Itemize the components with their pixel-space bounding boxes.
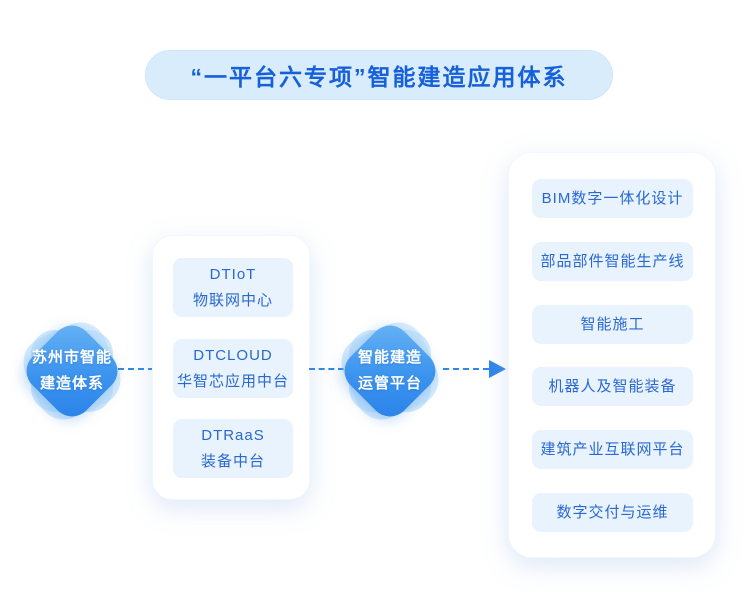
node-label: 苏州市智能 建造体系 [20, 319, 124, 423]
specialty-label: 部品部件智能生产线 [540, 252, 685, 270]
platform-item-dtraas: DTRaaS 装备中台 [173, 419, 293, 478]
connector-dashed-middle [309, 368, 344, 370]
node-label-line: 建造体系 [39, 375, 104, 392]
node-label: 智能建造 运管平台 [338, 319, 442, 423]
platform-item-subtitle: 装备中台 [200, 452, 265, 470]
node-label-line: 运管平台 [357, 375, 422, 392]
specialty-label: 智能施工 [580, 315, 645, 333]
specialties-card: BIM数字一体化设计 部品部件智能生产线 智能施工 机器人及智能装备 建筑产业互… [508, 152, 716, 558]
node-suzhou-system: 苏州市智能 建造体系 [15, 314, 129, 428]
specialty-item: BIM数字一体化设计 [532, 179, 693, 218]
specialty-label: 数字交付与运维 [556, 503, 669, 521]
specialty-item: 数字交付与运维 [532, 493, 693, 532]
node-label-line: 苏州市智能 [31, 349, 112, 366]
arrow-right-icon [489, 360, 506, 378]
platform-item-title: DTCLOUD [193, 346, 273, 364]
title-banner: “一平台六专项”智能建造应用体系 [145, 50, 613, 100]
node-label-line: 智能建造 [357, 349, 422, 366]
platform-item-dtiot: DTIoT 物联网中心 [173, 258, 293, 317]
connector-dashed-right [443, 368, 489, 370]
title-text: “一平台六专项”智能建造应用体系 [190, 64, 568, 90]
platform-item-title: DTRaaS [201, 426, 265, 444]
platform-item-subtitle: 华智芯应用中台 [176, 372, 289, 390]
specialty-item: 部品部件智能生产线 [532, 242, 693, 281]
specialty-label: 建筑产业互联网平台 [540, 440, 685, 458]
specialty-item: 建筑产业互联网平台 [532, 430, 693, 469]
specialty-item: 智能施工 [532, 305, 693, 344]
specialty-label: 机器人及智能装备 [548, 377, 677, 395]
platform-card: DTIoT 物联网中心 DTCLOUD 华智芯应用中台 DTRaaS 装备中台 [152, 235, 310, 500]
platform-item-title: DTIoT [209, 265, 257, 283]
node-ops-platform: 智能建造 运管平台 [333, 314, 447, 428]
specialty-item: 机器人及智能装备 [532, 367, 693, 406]
platform-item-dtcloud: DTCLOUD 华智芯应用中台 [173, 339, 293, 398]
platform-item-subtitle: 物联网中心 [192, 291, 273, 309]
specialty-label: BIM数字一体化设计 [541, 189, 684, 207]
connector-dashed-left [118, 368, 154, 370]
